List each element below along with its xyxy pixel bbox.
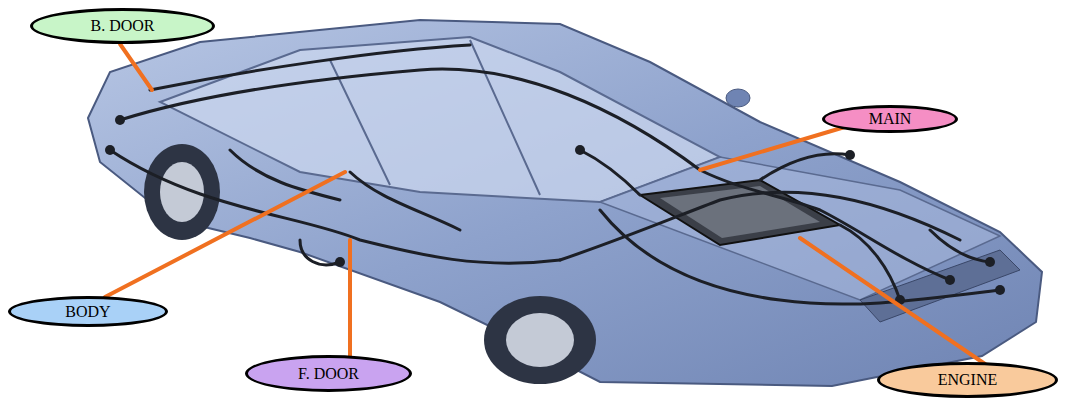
label-oval: F. DOOR bbox=[245, 355, 412, 392]
front-wheel bbox=[484, 296, 596, 384]
part-label: ENGINE bbox=[938, 372, 998, 388]
part-label: B. DOOR bbox=[90, 18, 154, 34]
mirror bbox=[726, 89, 750, 107]
car-body bbox=[88, 20, 1042, 386]
part-label: MAIN bbox=[869, 111, 912, 127]
grille bbox=[860, 250, 1020, 322]
part-label: F. DOOR bbox=[298, 366, 359, 382]
wiring-harness bbox=[110, 45, 1000, 304]
car-windows bbox=[160, 37, 720, 202]
label-oval: MAIN bbox=[822, 105, 958, 133]
connectors bbox=[105, 115, 1005, 305]
rear-wheel bbox=[144, 144, 220, 240]
part-label: BODY bbox=[65, 304, 110, 320]
front-hub bbox=[506, 313, 574, 367]
engine-cover bbox=[640, 180, 840, 245]
leader-lines bbox=[105, 44, 985, 364]
label-oval: B. DOOR bbox=[30, 8, 215, 44]
label-oval: ENGINE bbox=[877, 362, 1058, 398]
pillars bbox=[330, 40, 540, 195]
label-oval: BODY bbox=[8, 296, 168, 327]
